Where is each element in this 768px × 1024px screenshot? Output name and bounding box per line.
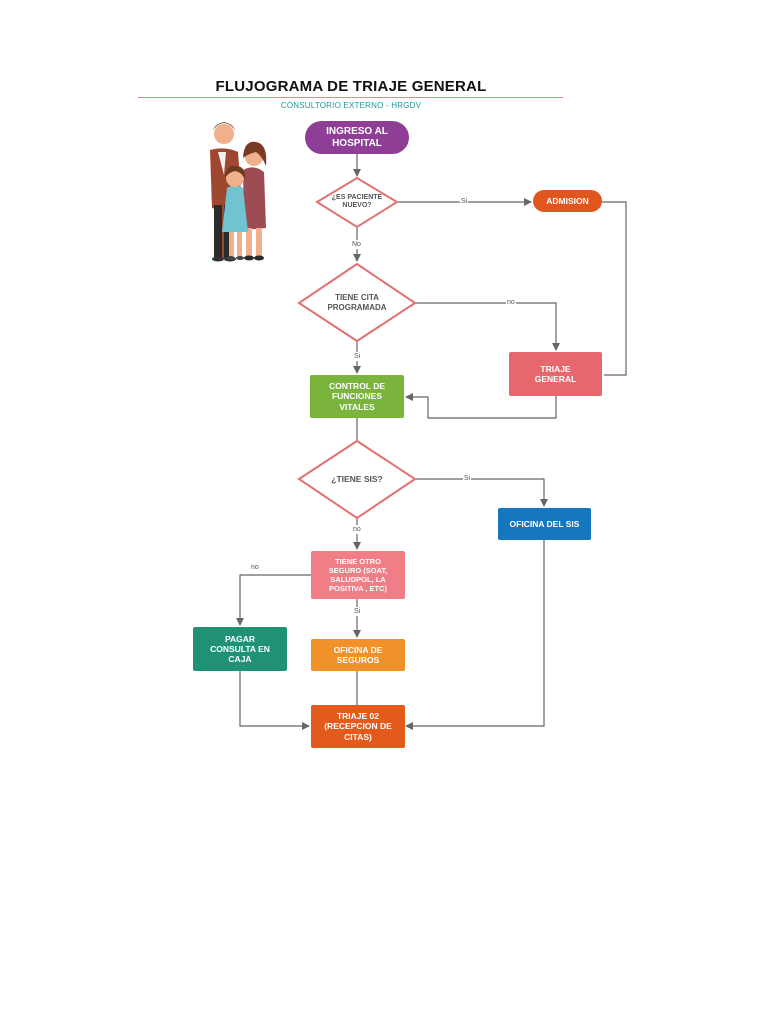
node-tiene-otro-seguro-label: TIENE OTRO SEGURO (SOAT, SALUDPOL, LA PO… xyxy=(328,557,388,593)
node-tiene-sis-label: ¿TIENE SIS? xyxy=(331,473,383,484)
edge-label-sis-si: Si xyxy=(463,474,472,483)
title-divider xyxy=(138,97,563,98)
node-pagar-consulta-label: PAGAR CONSULTA EN CAJA xyxy=(210,633,270,665)
node-ingreso-label: INGRESO AL HOSPITAL xyxy=(326,125,388,149)
edge-admision-to-control xyxy=(602,201,627,376)
edge-label-otro-si: Si xyxy=(353,607,362,616)
node-tiene-otro-seguro-shape xyxy=(311,551,405,599)
node-tiene-cita-shape xyxy=(297,262,417,343)
node-control-funciones-shape xyxy=(310,375,404,418)
family-illustration xyxy=(210,122,267,262)
node-tiene-sis-shape xyxy=(297,439,417,520)
node-control-funciones-label: CONTROL DE FUNCIONES VITALES xyxy=(328,381,386,412)
node-admision-shape xyxy=(533,190,602,212)
edge-label-cita-no: no xyxy=(506,298,516,307)
edge-cita-no-to-triaje xyxy=(415,302,560,351)
edge-sis-si-to-oficina-sis xyxy=(415,478,548,507)
edge-triaje-to-control xyxy=(405,393,557,419)
edge-label-cita-si: Si xyxy=(353,352,362,361)
edge-label-otro-no: no xyxy=(250,563,260,572)
edge-oficina-sis-to-triaje02 xyxy=(405,540,545,730)
edge-label-nuevo-no: No xyxy=(351,240,362,249)
node-admision-label: ADMISION xyxy=(546,195,589,206)
node-pagar-consulta-shape xyxy=(193,627,287,671)
node-triaje-general-shape xyxy=(509,352,602,396)
edge-label-sis-no: no xyxy=(352,525,362,534)
node-triaje-02-label: TRIAJE 02 (RECEPCION DE CITAS) xyxy=(324,711,392,742)
edge-label-nuevo-si: Si xyxy=(460,197,469,206)
edge-otro-no-to-pagar xyxy=(236,574,311,626)
page-title: FLUJOGRAMA DE TRIAJE GENERAL xyxy=(215,78,487,95)
node-oficina-seguros-label: OFICINA DE SEGUROS xyxy=(333,644,383,665)
connectors xyxy=(236,154,627,730)
node-es-paciente-nuevo-shape xyxy=(315,176,399,229)
edge-pagar-to-triaje02 xyxy=(239,671,310,730)
page-subtitle: CONSULTORIO EXTERNO - HRGDV xyxy=(280,101,422,110)
node-triaje-02-shape xyxy=(311,705,405,748)
node-oficina-seguros-shape xyxy=(311,639,405,671)
node-triaje-general-label: TRIAJE GENERAL xyxy=(534,363,577,384)
node-es-paciente-nuevo-label: ¿ES PACIENTE NUEVO? xyxy=(331,193,383,209)
node-tiene-cita-label: TIENE CITA PROGRAMADA xyxy=(327,293,387,312)
node-oficina-sis-shape xyxy=(498,508,591,540)
node-oficina-sis-label: OFICINA DEL SIS xyxy=(509,518,580,529)
node-ingreso-shape xyxy=(305,121,409,154)
